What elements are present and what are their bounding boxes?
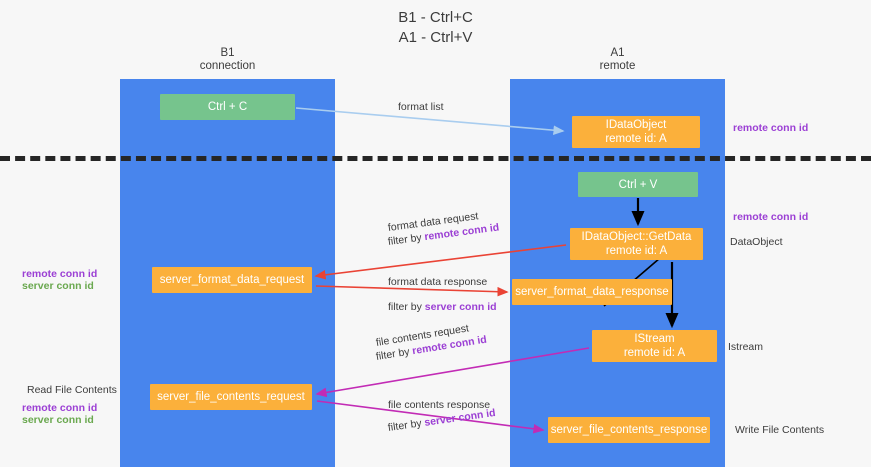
edge-label-format-data-response: format data response filter by server co… xyxy=(388,275,497,314)
annotation-right-istream: Istream xyxy=(728,341,764,353)
box-ctrl-c[interactable]: Ctrl + C xyxy=(160,94,295,120)
edge-label-format-data-response-line1: format data response xyxy=(388,276,488,288)
column-header-b1-role: connection xyxy=(199,60,256,72)
title-line-1: B1 - Ctrl+C xyxy=(398,9,473,26)
box-idataobject-line2: remote id: A xyxy=(605,133,667,145)
annotation-right-dataobject: DataObject xyxy=(730,236,783,248)
box-getdata-line1: IDataObject::GetData xyxy=(581,231,692,243)
annotation-left-server-conn-id-top: server conn id xyxy=(22,280,94,292)
filter-key-server-conn-id: server conn id xyxy=(424,301,497,313)
box-server-format-data-request[interactable]: server_format_data_request xyxy=(152,267,312,293)
box-server-file-contents-response[interactable]: server_file_contents_response xyxy=(548,417,710,443)
page-title: B1 - Ctrl+C A1 - Ctrl+V xyxy=(0,8,871,48)
box-server-format-data-response[interactable]: server_format_data_response xyxy=(512,279,672,305)
edge-label-file-contents-response-line1: file contents response xyxy=(388,399,491,411)
annotation-left-server-conn-id-bottom: server conn id xyxy=(22,414,94,426)
column-header-b1: B1 connection xyxy=(120,47,335,73)
column-header-a1-name: A1 xyxy=(610,47,625,59)
edge-label-format-data-response-filter: filter by server conn id xyxy=(388,300,497,314)
box-istream-line2: remote id: A xyxy=(623,347,686,359)
annotation-right-remote-conn-id-top: remote conn id xyxy=(733,122,809,134)
box-getdata-line2: remote id: A xyxy=(605,245,668,257)
annotation-left-remote-conn-id-top: remote conn id xyxy=(22,268,98,280)
annotation-right-write-file-contents: Write File Contents xyxy=(735,424,825,436)
box-ctrl-c-label: Ctrl + C xyxy=(207,101,248,113)
edge-label-format-data-request: format data request filter by remote con… xyxy=(387,210,500,249)
annotation-right-remote-conn-id-mid: remote conn id xyxy=(733,211,809,223)
box-ctrl-v[interactable]: Ctrl + V xyxy=(578,172,698,197)
box-idataobject-getdata[interactable]: IDataObject::GetData remote id: A xyxy=(570,228,703,260)
filter-prefix: filter by xyxy=(388,301,425,313)
box-istream-line1: IStream xyxy=(634,333,675,345)
column-header-a1-role: remote xyxy=(599,60,636,72)
column-header-b1-name: B1 xyxy=(220,47,235,59)
box-server-format-data-request-label: server_format_data_request xyxy=(159,274,305,286)
column-header-a1: A1 remote xyxy=(510,47,725,73)
edge-label-file-contents-response: file contents response filter by server … xyxy=(387,398,497,435)
box-ctrl-v-label: Ctrl + V xyxy=(618,178,658,191)
edge-label-format-list: format list xyxy=(398,101,444,113)
box-idataobject-line1: IDataObject xyxy=(605,119,667,131)
annotation-left-remote-conn-id-bottom: remote conn id xyxy=(22,402,98,414)
box-server-file-contents-response-label: server_file_contents_response xyxy=(550,424,708,436)
box-istream[interactable]: IStream remote id: A xyxy=(592,330,717,362)
annotation-left-read-file-contents: Read File Contents xyxy=(27,384,117,396)
filter-prefix: filter by xyxy=(387,416,426,434)
edge-label-file-contents-request: file contents request filter by remote c… xyxy=(375,322,488,364)
box-server-format-data-response-label: server_format_data_response xyxy=(515,286,669,298)
title-line-2: A1 - Ctrl+V xyxy=(398,29,473,46)
phase-divider xyxy=(0,156,871,161)
box-server-file-contents-request-label: server_file_contents_request xyxy=(157,391,305,403)
box-server-file-contents-request[interactable]: server_file_contents_request xyxy=(150,384,312,410)
box-idataobject[interactable]: IDataObject remote id: A xyxy=(572,116,700,148)
filter-prefix: filter by xyxy=(387,231,426,248)
